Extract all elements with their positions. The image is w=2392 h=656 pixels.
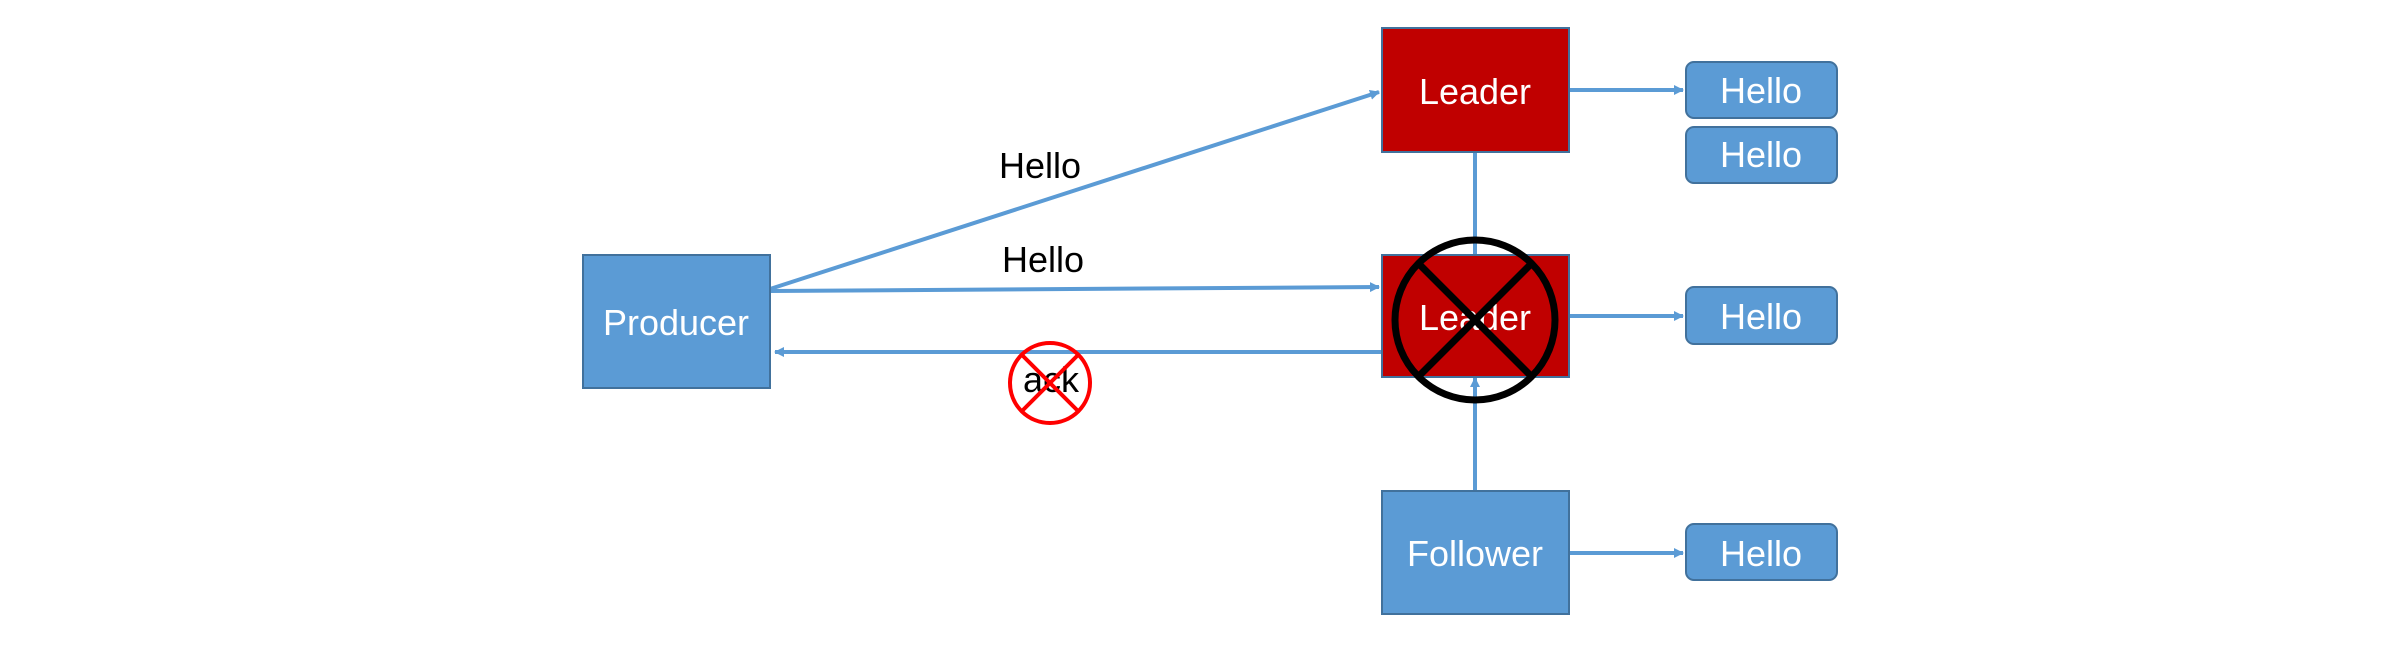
ack-failed-icon <box>1008 341 1092 425</box>
edge-label-producer-to-leader-new: Hello <box>999 145 1081 186</box>
message-label: Hello <box>1720 296 1802 337</box>
leader-new-node: Leader <box>1381 27 1570 153</box>
message-box-follower: Hello <box>1685 523 1838 581</box>
leader-new-label: Leader <box>1419 71 1531 112</box>
edge-label-producer-to-leader-old: Hello <box>1002 239 1084 280</box>
edge-producer-to-leader-new <box>769 90 1380 291</box>
producer-node: Producer <box>582 254 771 389</box>
producer-label: Producer <box>603 302 749 343</box>
message-label: Hello <box>1720 70 1802 111</box>
message-box-leader-old: Hello <box>1685 286 1838 345</box>
leader-failed-icon <box>1391 236 1559 404</box>
message-label: Hello <box>1720 533 1802 574</box>
follower-node: Follower <box>1381 490 1570 615</box>
message-box-leader-new-1: Hello <box>1685 61 1838 119</box>
message-label: Hello <box>1720 134 1802 175</box>
follower-label: Follower <box>1407 533 1543 574</box>
edge-producer-to-leader-old <box>769 282 1380 293</box>
message-box-leader-new-2: Hello <box>1685 126 1838 184</box>
